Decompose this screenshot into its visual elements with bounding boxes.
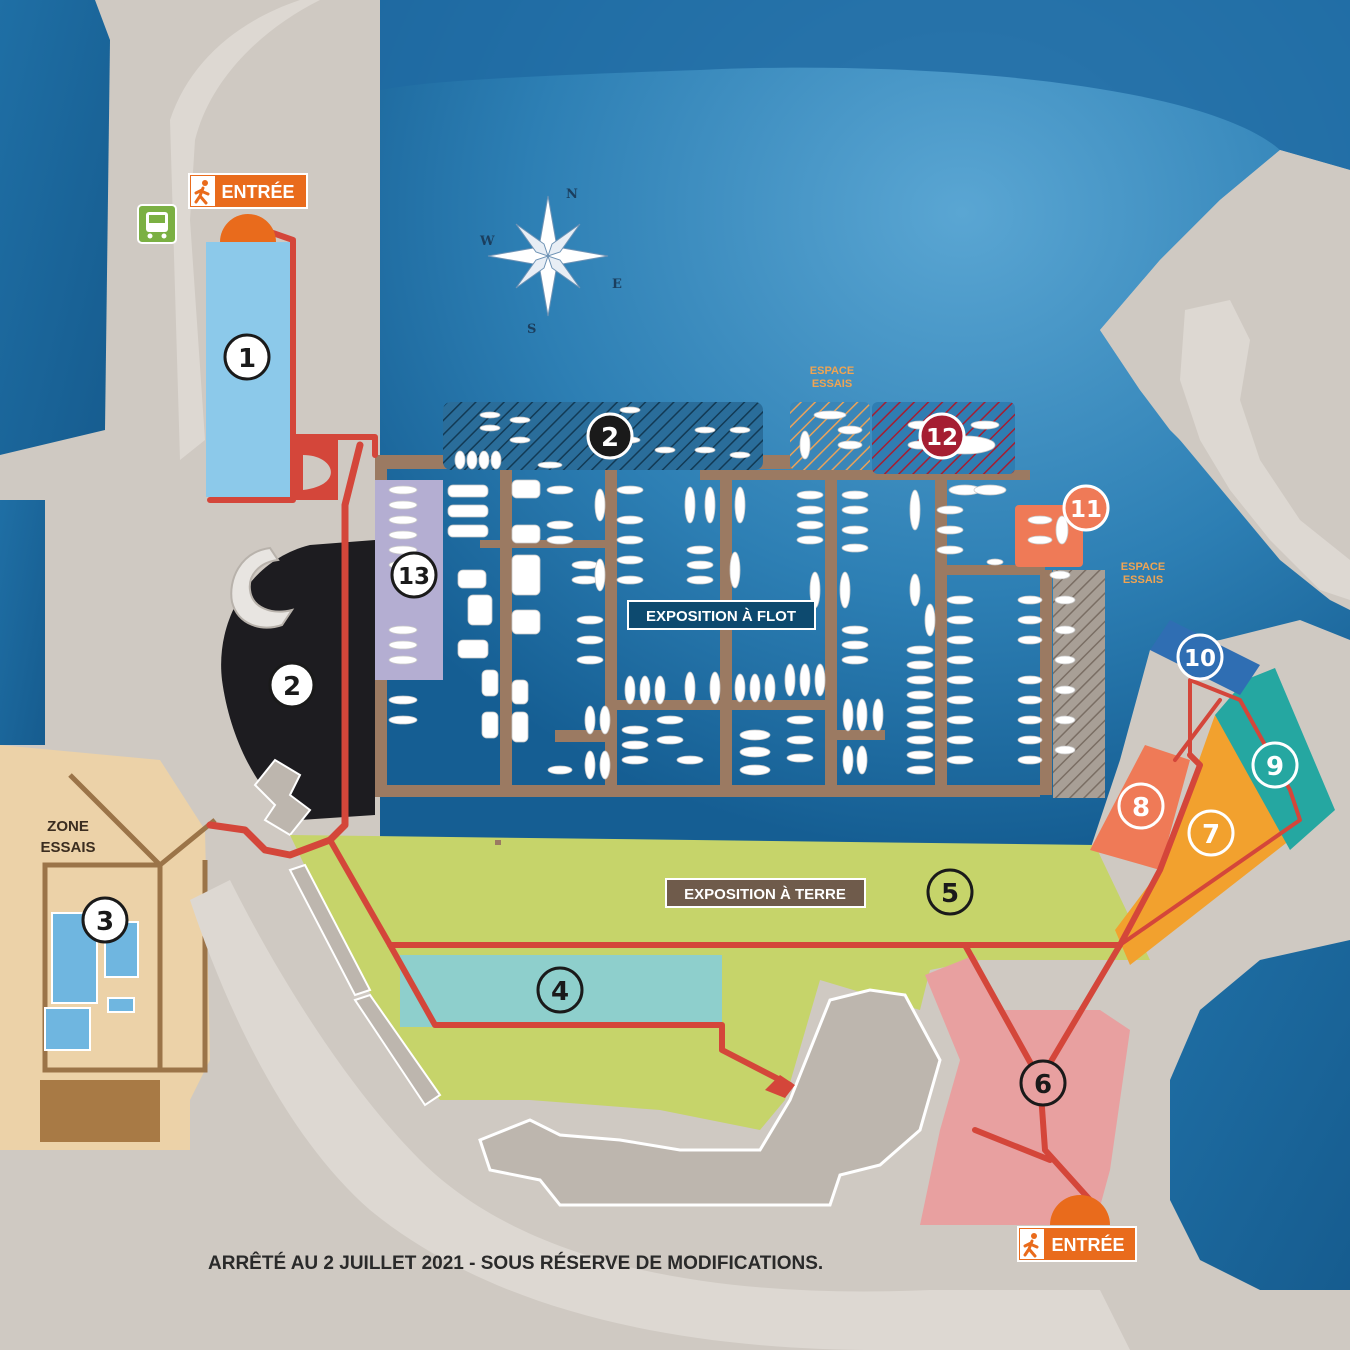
zone-4-marker[interactable]: 4 [536,966,584,1014]
zone-essais-label-2: ESSAIS [40,839,95,856]
zone-11-marker[interactable]: 11 [1062,484,1110,532]
zone-13-number: 13 [398,564,430,590]
pedestrian-icon [1023,1233,1039,1258]
zone-1-marker[interactable]: 1 [223,333,271,381]
pool-4 [107,997,135,1013]
espace-essais-right-area[interactable] [1053,570,1105,798]
north-entrance-label: ENTRÉE [221,181,294,202]
zone-7-number: 7 [1202,820,1220,850]
espace-essais-right-2: ESSAIS [1123,574,1163,586]
espace-essais-top-2: ESSAIS [812,378,852,390]
lower-road [190,880,1130,1350]
zone-7-marker[interactable]: 7 [1187,809,1235,857]
small-building [253,758,312,837]
zone-3-paths [68,773,217,867]
south-entrance-marker [1050,1195,1110,1225]
pontoon-stub [555,730,615,742]
exposition-terre-tag[interactable]: EXPOSITION À TERRE [665,878,866,908]
exposition-flot-tag[interactable]: EXPOSITION À FLOT [627,600,816,630]
zone-8-marker[interactable]: 8 [1117,782,1165,830]
zone-6-marker[interactable]: 6 [1019,1059,1067,1107]
north-entrance-badge[interactable]: ENTRÉE [188,173,308,209]
zone-10-marker[interactable]: 10 [1176,633,1224,681]
roundabout [230,546,295,629]
zone-9-number: 9 [1266,752,1284,782]
parking-strips [288,863,442,1107]
zone-2-water-marker[interactable]: 2 [586,412,634,460]
sea-left-middle [0,500,45,745]
sea-right-bottom [1170,940,1350,1290]
sea-left-top [0,0,110,455]
north-entrance-marker [220,214,276,242]
zone-6-number: 6 [1034,1070,1052,1100]
boats [388,406,1076,780]
exposition-flot-label: EXPOSITION À FLOT [646,608,796,625]
south-entrance-label: ENTRÉE [1051,1234,1124,1255]
zone-12-marker[interactable]: 12 [918,412,966,460]
south-entrance-badge[interactable]: ENTRÉE [1017,1226,1137,1262]
zone-3-building [40,1080,160,1142]
footer-note: ARRÊTÉ AU 2 JUILLET 2021 - SOUS RÉSERVE … [208,1252,823,1274]
zone-9-marker[interactable]: 9 [1251,741,1299,789]
zone-11-number: 11 [1070,497,1102,523]
zone-3-number: 3 [96,907,114,937]
zone-12-number: 12 [926,425,958,451]
zone-5-marker[interactable]: 5 [926,868,974,916]
zone-13-marker[interactable]: 13 [390,551,438,599]
deep-water [380,0,1350,170]
route-arrow [765,1075,795,1098]
zone-1-number: 1 [238,344,256,374]
espace-essais-top-1: ESPACE [810,365,854,377]
zone-3-marker[interactable]: 3 [81,896,129,944]
zone-essais-label-1: ZONE [47,818,89,835]
espace-essais-right-1: ESPACE [1121,561,1165,573]
pedestrian-icon [194,180,210,205]
bus-icon[interactable] [137,204,177,244]
pool-3 [44,1007,91,1051]
zone-2-land-marker[interactable]: 2 [268,661,316,709]
espace-essais-top-area[interactable] [790,402,870,470]
zone-5-number: 5 [941,879,959,909]
zone-4-number: 4 [551,977,569,1007]
zone-2-water-number: 2 [601,423,619,453]
left-road [170,0,320,460]
zone-2-land-number: 2 [283,672,301,702]
zone-8-number: 8 [1132,793,1150,823]
exposition-terre-label: EXPOSITION À TERRE [684,886,846,903]
zone-10-number: 10 [1184,646,1216,672]
peninsula-road [1180,300,1350,600]
main-building [478,988,942,1207]
